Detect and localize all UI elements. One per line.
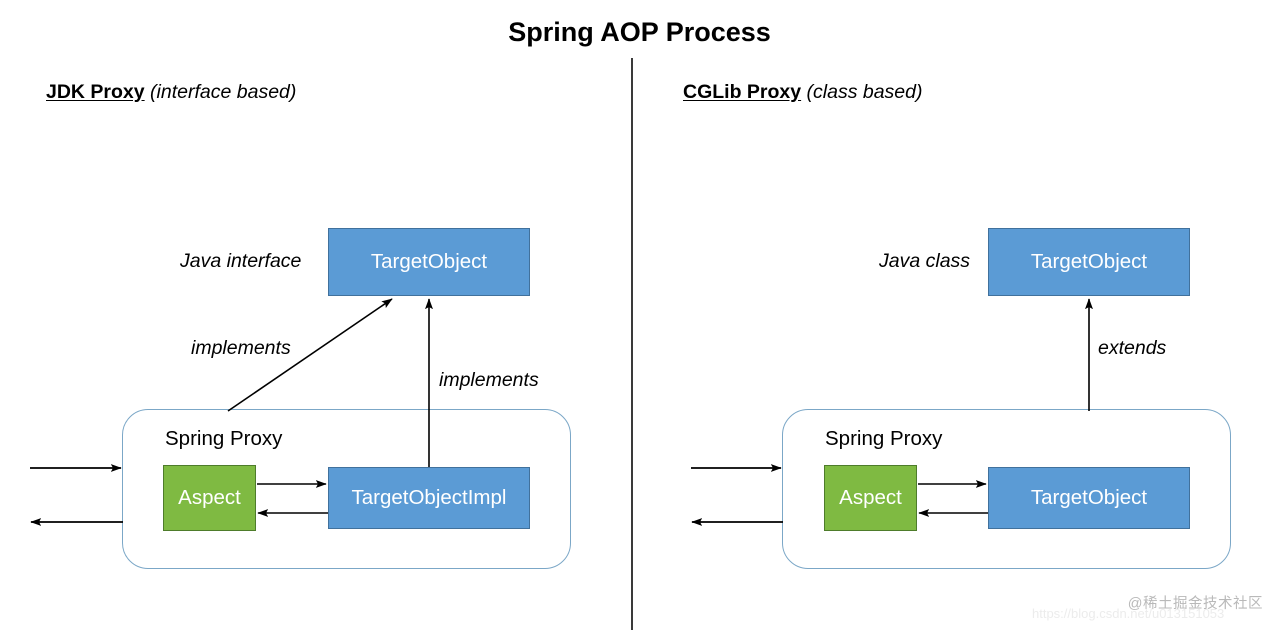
jdk-proxy-heading-strong: JDK Proxy [46,81,145,103]
cglib-proxy-heading: CGLib Proxy (class based) [683,81,923,104]
spring-proxy-container-cglib [782,409,1231,569]
target-object-interface-box: TargetObject [328,228,530,296]
target-object-class-box: TargetObject [988,228,1190,296]
panel-divider [631,58,633,630]
spring-proxy-label-cglib: Spring Proxy [825,427,943,450]
jdk-proxy-heading-subtitle: (interface based) [150,81,297,103]
java-interface-label: Java interface [180,250,302,272]
target-object-impl-box: TargetObjectImpl [328,467,530,529]
java-class-label: Java class [879,250,971,272]
aspect-box-jdk: Aspect [163,465,256,531]
target-object-box-cglib: TargetObject [988,467,1190,529]
cglib-proxy-heading-subtitle: (class based) [806,81,923,103]
watermark-url: https://blog.csdn.net/u013151053 [1032,606,1225,621]
aspect-box-cglib: Aspect [824,465,917,531]
page-title: Spring AOP Process [508,17,771,47]
watermark-brand: @稀土掘金技术社区 [1127,596,1263,612]
implements-label-diagonal: implements [191,337,291,359]
cglib-proxy-heading-strong: CGLib Proxy [683,81,802,103]
implements-label-vertical: implements [439,369,539,391]
spring-proxy-label-jdk: Spring Proxy [165,427,283,450]
extends-label: extends [1098,337,1167,359]
jdk-proxy-heading: JDK Proxy (interface based) [46,81,296,104]
